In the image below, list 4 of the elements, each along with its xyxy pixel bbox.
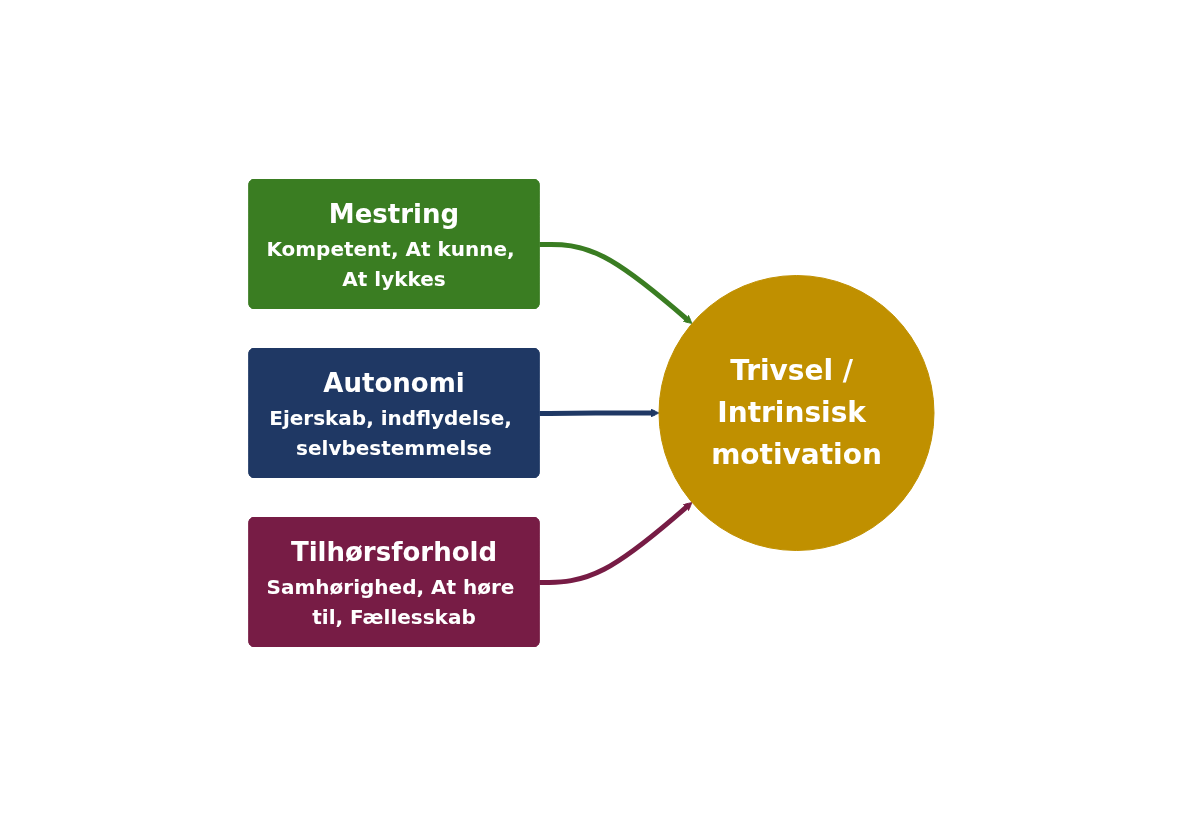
arrow — [539, 408, 660, 418]
node-circle: Trivsel / Intrinsisk motivation — [658, 275, 935, 551]
arrow — [539, 502, 693, 585]
arrow — [539, 241, 693, 324]
